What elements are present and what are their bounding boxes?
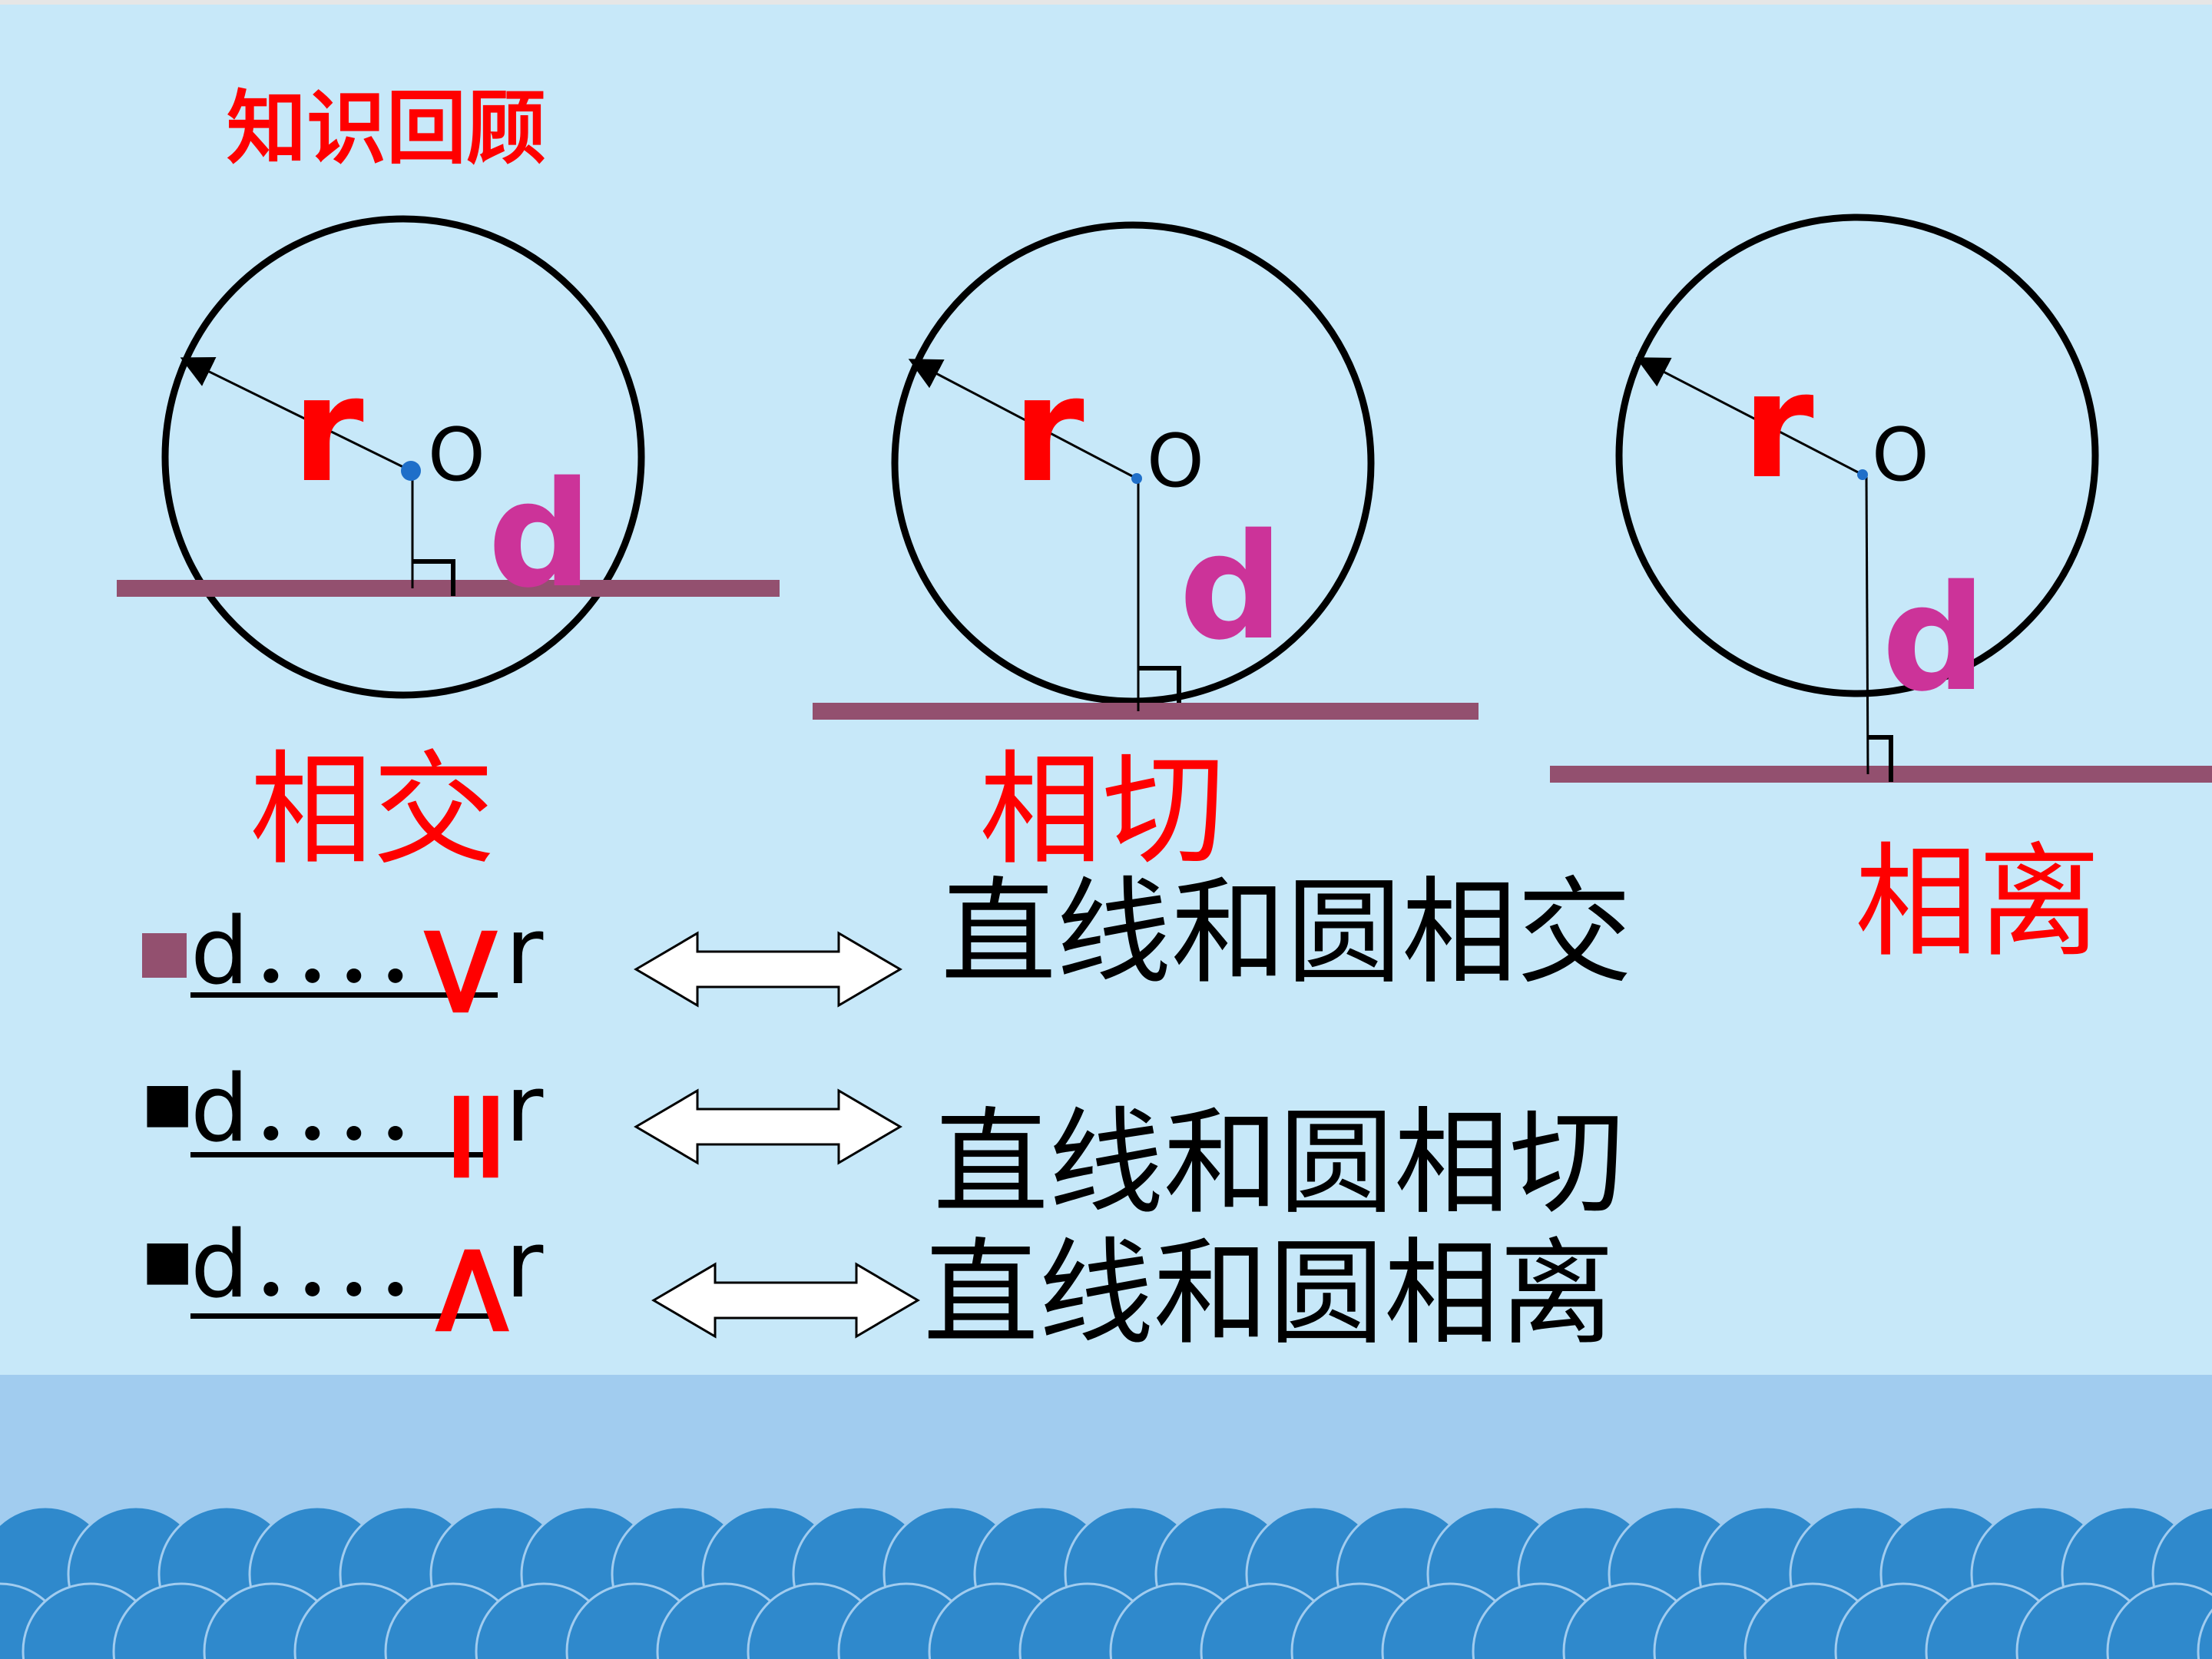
relation-label-tangent: 相切: [979, 738, 1226, 882]
double-arrow-icon: [651, 1262, 920, 1339]
double-arrow-icon: [634, 1088, 902, 1165]
relation-label-separate: 相离: [1855, 830, 2101, 974]
right-angle-icon: [1868, 735, 1893, 782]
distance-label: d: [1179, 502, 1283, 672]
blank-underline: [190, 1152, 498, 1157]
right-angle-icon: [1138, 666, 1181, 703]
comparison-symbol-greater: >: [392, 1235, 545, 1346]
top-border: [0, 0, 2212, 5]
diagram-tangent: r O d: [813, 221, 1479, 720]
condition-left: d．．．．: [190, 1212, 465, 1319]
radius-label: r: [292, 345, 364, 515]
radius-arrow: [180, 357, 412, 472]
wave-scallop: [2106, 1582, 2212, 1659]
circle: [891, 221, 1375, 705]
relation-label-intersect: 相交: [250, 738, 496, 882]
wave-decoration: [0, 1505, 2212, 1659]
center-label: O: [428, 413, 485, 498]
blank-underline: [190, 1313, 498, 1319]
condition-left: d．．．．: [190, 899, 465, 1005]
distance-segment: [1865, 474, 1869, 775]
comparison-symbol-equal: =: [396, 1081, 548, 1192]
bullet-icon: ■: [142, 1228, 194, 1291]
conclusion-separate: 直线和圆相离: [923, 1227, 1615, 1361]
radius-arrow: [908, 359, 1137, 480]
distance-label: d: [488, 450, 592, 620]
wave-scallop: [2197, 1608, 2212, 1659]
radius-arrow: [1635, 357, 1863, 476]
condition-right: r: [505, 899, 544, 1005]
bullet-icon: ■: [142, 1071, 194, 1134]
center-label: O: [1872, 413, 1929, 498]
center-dot-icon: [1857, 469, 1868, 480]
diagram-separate: r O d: [1550, 214, 2212, 783]
circle: [161, 215, 645, 699]
bullet-icon: [142, 933, 187, 978]
diagrams-layer: r O d r O d r O d: [117, 214, 2212, 783]
center-dot-icon: [401, 461, 421, 481]
distance-label: d: [1882, 554, 1986, 724]
comparison-symbol-less: <: [381, 916, 533, 1027]
right-angle-icon: [412, 559, 455, 596]
blank-underline: [190, 992, 498, 998]
condition-right: r: [505, 1212, 544, 1319]
slide-title: 知识回顾: [227, 81, 547, 175]
conclusion-tangent: 直线和圆相切: [933, 1097, 1625, 1230]
conclusion-intersect: 直线和圆相交: [941, 866, 1633, 1000]
condition-right: r: [505, 1056, 544, 1163]
diagram-intersect: r O d: [117, 215, 780, 699]
center-dot-icon: [1131, 473, 1142, 484]
condition-left: d．．．．: [190, 1056, 465, 1163]
double-arrow-icon: [634, 931, 902, 1008]
center-label: O: [1147, 419, 1204, 504]
radius-label: r: [1742, 341, 1814, 511]
radius-label: r: [1012, 345, 1084, 515]
circle: [1615, 214, 2099, 697]
